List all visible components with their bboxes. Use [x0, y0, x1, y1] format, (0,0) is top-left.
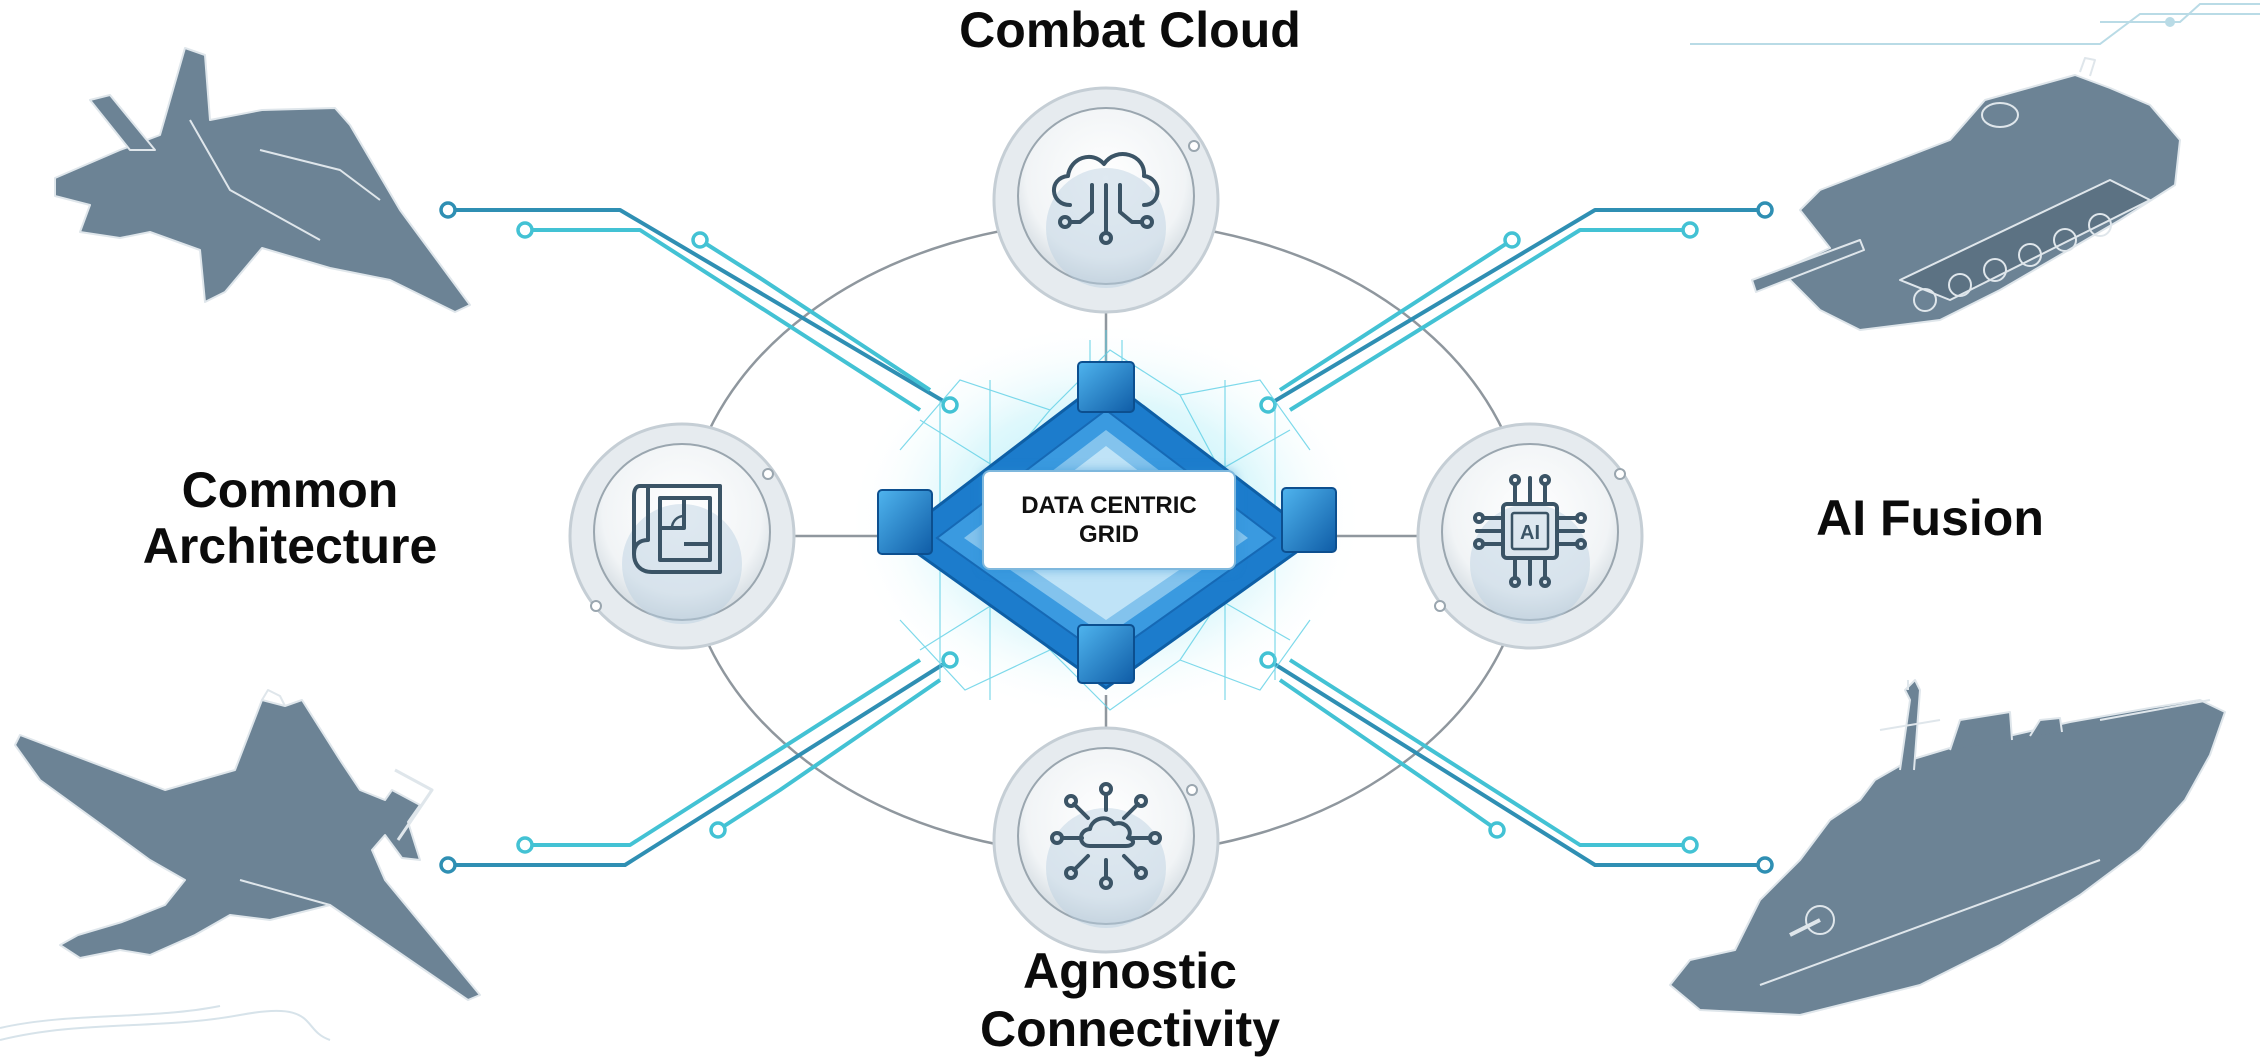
drone-icon [14, 689, 481, 1001]
ai-fusion-label: AI Fusion [1730, 488, 2130, 548]
data-centric-grid-label: DATA CENTRIC GRID [982, 470, 1236, 570]
ai-chip-icon: AI [1473, 474, 1587, 588]
blueprint-icon [632, 484, 722, 574]
circuit-nodes [439, 201, 1774, 874]
agnostic-connectivity-label: Agnostic Connectivity [830, 942, 1430, 1058]
node-disc-left [568, 422, 796, 650]
agnostic-connectivity-line1: Agnostic [1023, 943, 1237, 999]
agnostic-connectivity-line2: Connectivity [979, 1001, 1281, 1057]
ai-fusion-text: AI Fusion [1816, 490, 2044, 546]
corner-decoration-top-right [1690, 3, 2260, 45]
tank-icon [1751, 57, 2181, 331]
common-architecture-line1: Common [181, 462, 399, 518]
combat-cloud-text: Combat Cloud [959, 2, 1301, 58]
grid-label-line1: DATA CENTRIC [1021, 492, 1197, 519]
fighter-jet-icon [54, 47, 471, 313]
node-disc-bottom [992, 726, 1220, 954]
common-architecture-line2: Architecture [142, 518, 438, 574]
svg-text:AI: AI [1520, 522, 1540, 544]
grid-corner-cubes [877, 361, 1337, 684]
warship-icon [1669, 679, 2226, 1016]
connectivity-icon [1050, 782, 1162, 890]
common-architecture-label: Common Architecture [90, 462, 490, 574]
combat-cloud-label: Combat Cloud [830, 0, 1430, 60]
corner-decoration-bottom-left [0, 1005, 331, 1041]
cloud-network-icon [1052, 152, 1160, 245]
circuit-lines [448, 208, 1765, 867]
grid-label-line2: GRID [1079, 521, 1139, 548]
